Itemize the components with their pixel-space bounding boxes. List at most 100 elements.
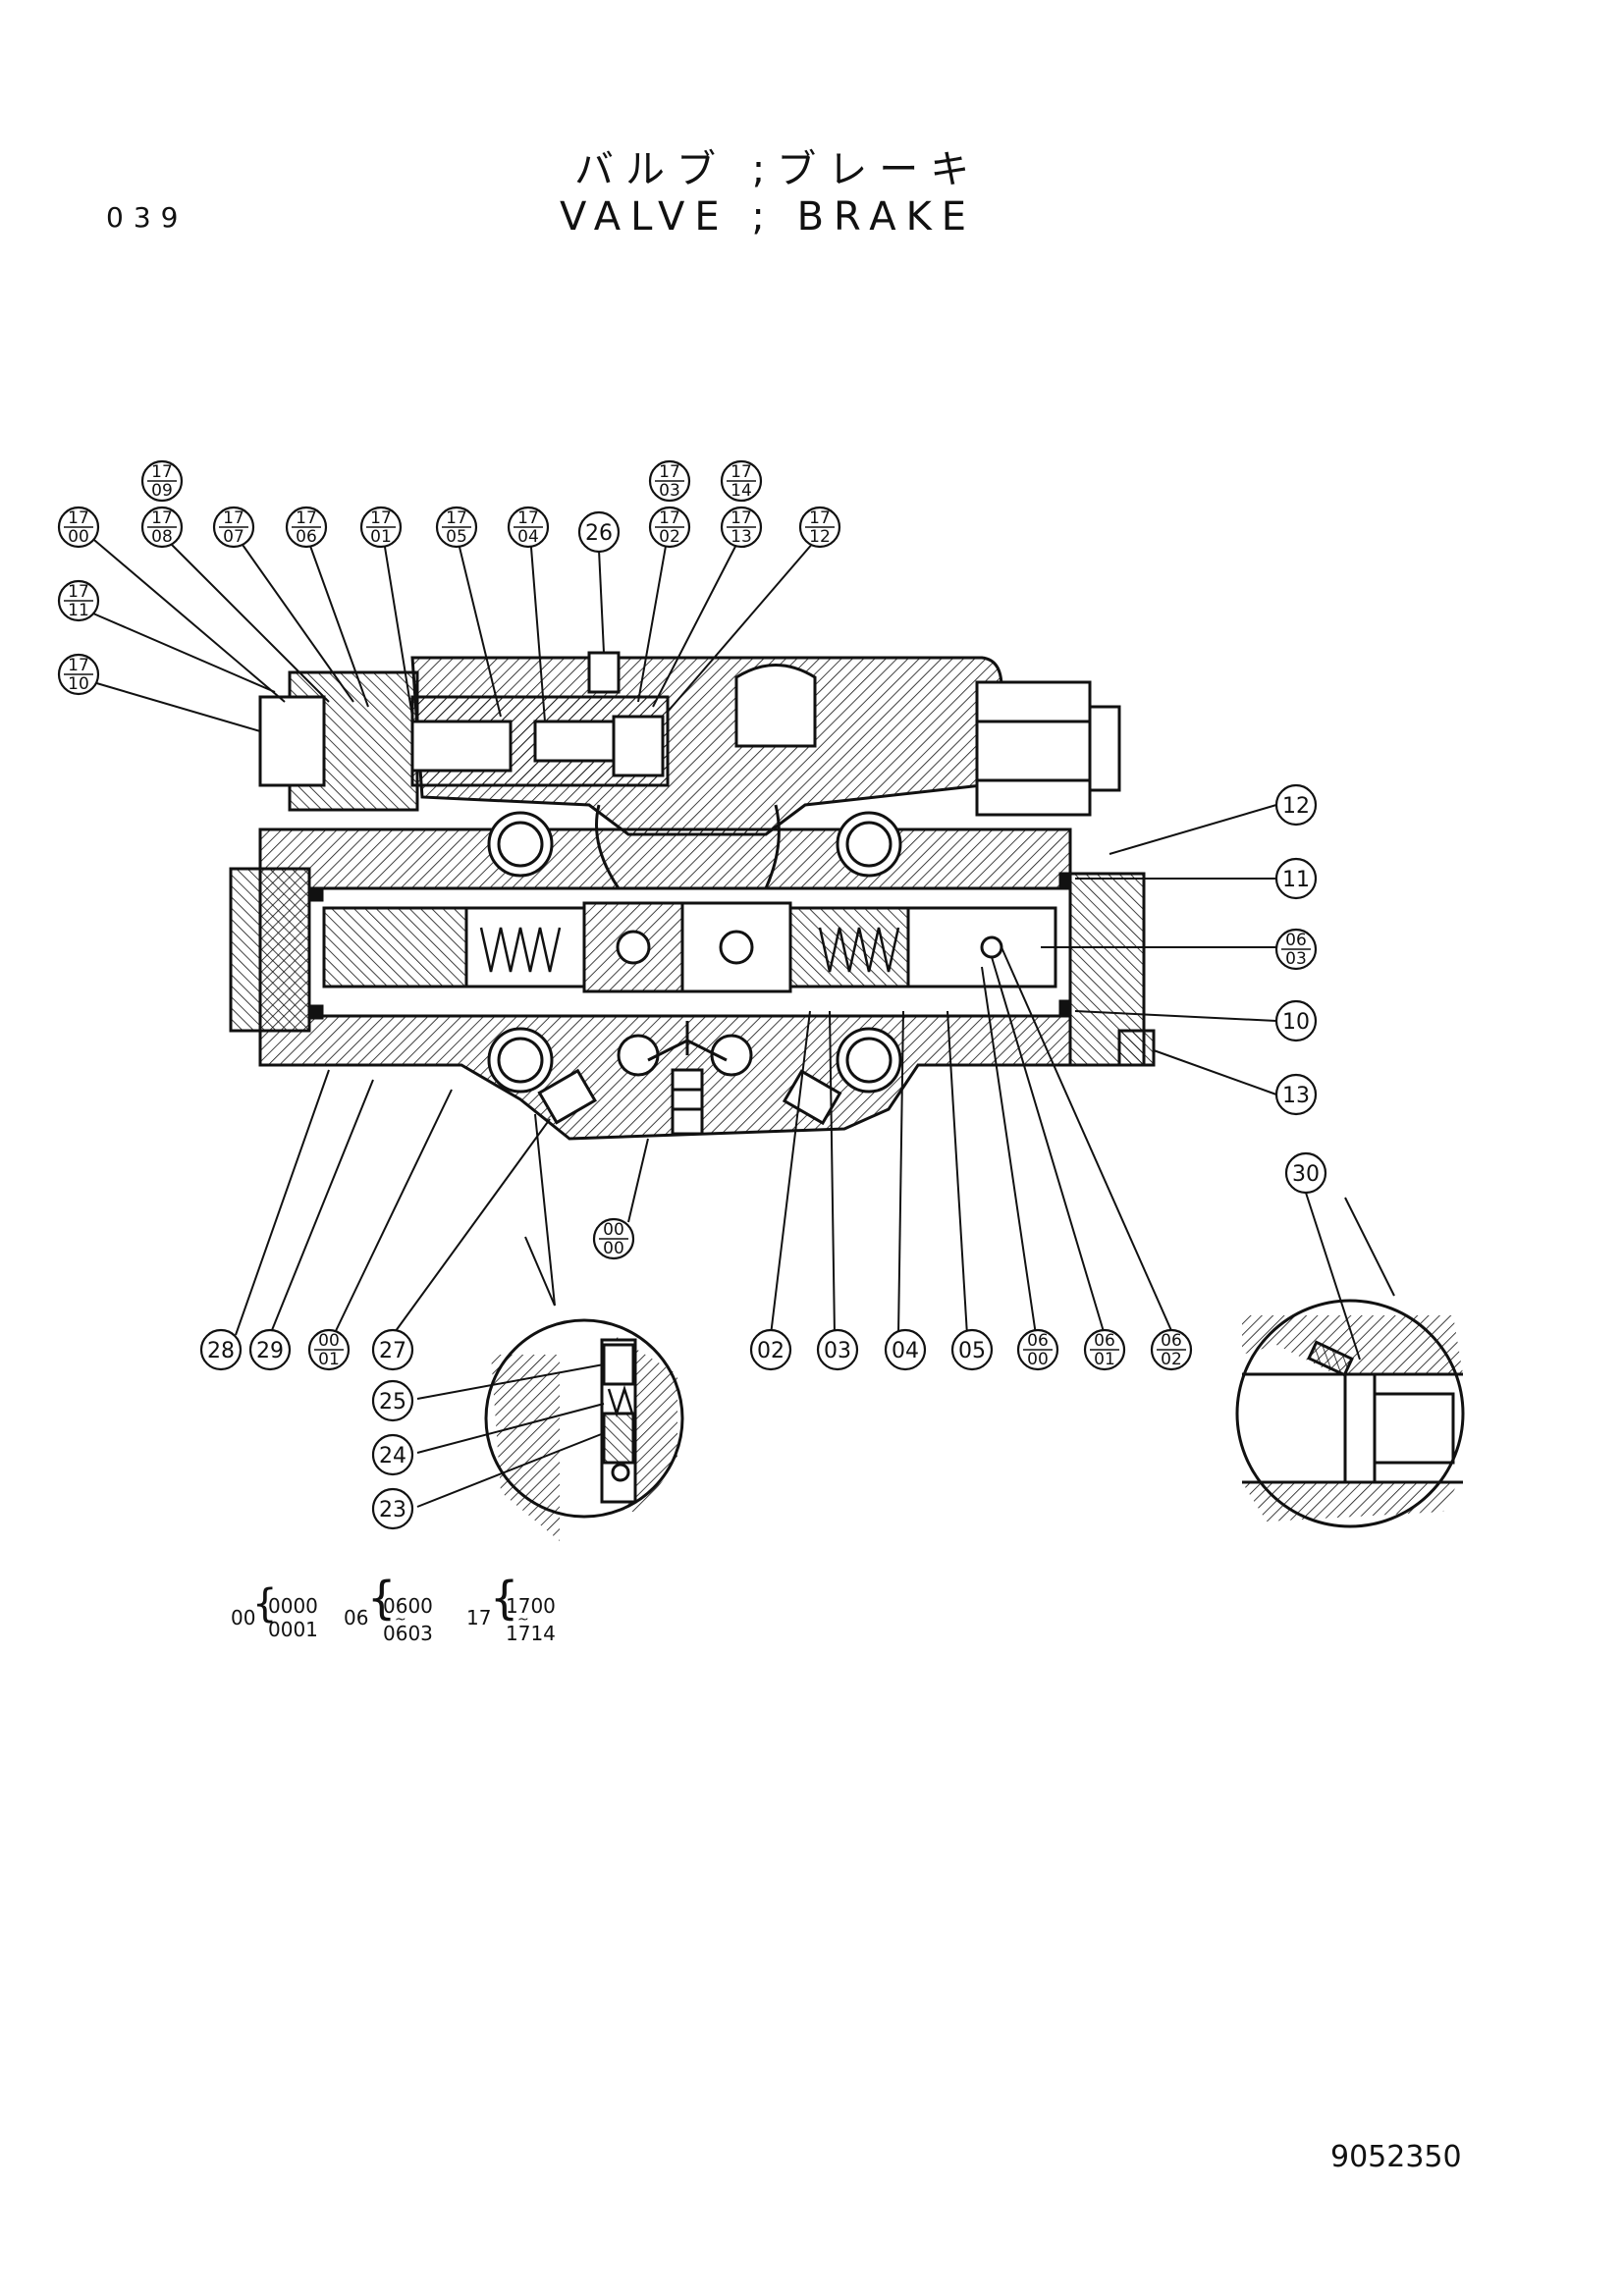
svg-text:03: 03 — [1285, 949, 1307, 969]
svg-text:26: 26 — [585, 521, 613, 546]
svg-text:06: 06 — [1161, 1331, 1182, 1351]
detail-view-check-valve — [484, 1318, 684, 1541]
callout-04: 04 — [884, 1328, 927, 1371]
svg-text:17: 17 — [68, 582, 89, 602]
svg-text:03: 03 — [659, 481, 680, 501]
svg-text:06: 06 — [296, 527, 317, 547]
legend-group-00: 00 { 0000 0001 — [231, 1584, 318, 1640]
callouts-single: 26 12 11 10 13 30 28 29 27 02 03 04 05 2… — [199, 510, 1327, 1530]
svg-text:17: 17 — [659, 462, 680, 482]
detail-view-item-30 — [1235, 1299, 1465, 1528]
legend-from: 0000 — [268, 1594, 318, 1618]
callout-26: 26 — [577, 510, 621, 554]
callout-23: 23 — [371, 1487, 414, 1530]
svg-text:13: 13 — [1282, 1084, 1310, 1108]
svg-text:28: 28 — [207, 1339, 235, 1363]
svg-text:27: 27 — [379, 1339, 406, 1363]
svg-text:17: 17 — [151, 508, 173, 528]
svg-text:12: 12 — [1282, 794, 1310, 819]
svg-text:05: 05 — [446, 527, 467, 547]
svg-text:08: 08 — [151, 527, 173, 547]
callout-11: 11 — [1274, 857, 1318, 900]
svg-text:17: 17 — [730, 508, 752, 528]
title-japanese: バルブ ;ブレーキ — [574, 147, 982, 192]
svg-text:04: 04 — [517, 527, 539, 547]
svg-text:05: 05 — [958, 1339, 986, 1363]
svg-text:01: 01 — [1094, 1350, 1115, 1369]
svg-text:06: 06 — [1094, 1331, 1115, 1351]
leader-lines — [87, 534, 1395, 1508]
svg-text:00: 00 — [68, 527, 89, 547]
callout-00-01: 0001 — [307, 1328, 351, 1371]
callout-27: 27 — [371, 1328, 414, 1371]
svg-text:00: 00 — [318, 1331, 340, 1351]
svg-text:03: 03 — [824, 1339, 851, 1363]
svg-text:29: 29 — [256, 1339, 284, 1363]
svg-text:06: 06 — [1027, 1331, 1049, 1351]
callout-05: 05 — [950, 1328, 994, 1371]
svg-text:14: 14 — [730, 481, 752, 501]
svg-text:00: 00 — [1027, 1350, 1049, 1369]
callout-25: 25 — [371, 1379, 414, 1422]
svg-text:13: 13 — [730, 527, 752, 547]
svg-text:24: 24 — [379, 1444, 406, 1468]
legend-group-06: 06 { 0600 ~ 0603 — [344, 1575, 433, 1644]
svg-text:02: 02 — [1161, 1350, 1182, 1369]
svg-text:11: 11 — [1282, 868, 1310, 892]
legend-group-17: 17 { 1700 ~ 1714 — [466, 1575, 556, 1644]
svg-text:02: 02 — [757, 1339, 784, 1363]
callout-03: 03 — [816, 1328, 859, 1371]
svg-text:04: 04 — [892, 1339, 919, 1363]
valve-body — [229, 651, 1156, 1141]
callout-02: 02 — [749, 1328, 792, 1371]
legend-prefix: 00 — [231, 1606, 256, 1629]
callout-10: 10 — [1274, 999, 1318, 1042]
svg-text:01: 01 — [370, 527, 392, 547]
document-number: 9052350 — [1330, 2140, 1462, 2174]
callout-17-14: 1714 — [720, 459, 763, 503]
legend-prefix: 06 — [344, 1606, 369, 1629]
callout-28: 28 — [199, 1328, 243, 1371]
page-number: 039 — [106, 201, 189, 234]
svg-text:17: 17 — [659, 508, 680, 528]
callout-12: 12 — [1274, 783, 1318, 827]
svg-text:17: 17 — [68, 508, 89, 528]
svg-text:17: 17 — [223, 508, 244, 528]
legend-from: 0600 — [383, 1594, 433, 1618]
svg-text:11: 11 — [68, 601, 89, 620]
svg-text:12: 12 — [809, 527, 831, 547]
svg-text:10: 10 — [68, 674, 89, 694]
callout-17-00: 1700 — [57, 506, 100, 549]
legend-to: 0603 — [383, 1622, 433, 1645]
svg-text:17: 17 — [446, 508, 467, 528]
svg-text:00: 00 — [603, 1220, 624, 1240]
svg-text:09: 09 — [151, 481, 173, 501]
svg-text:06: 06 — [1285, 931, 1307, 950]
svg-text:17: 17 — [809, 508, 831, 528]
callout-24: 24 — [371, 1433, 414, 1476]
svg-text:17: 17 — [68, 656, 89, 675]
svg-text:30: 30 — [1292, 1162, 1320, 1187]
callout-06-00: 0600 — [1016, 1328, 1059, 1371]
right-nut — [975, 680, 1092, 817]
svg-text:01: 01 — [318, 1350, 340, 1369]
legend-to: 0001 — [268, 1618, 318, 1641]
svg-text:10: 10 — [1282, 1010, 1310, 1035]
svg-text:17: 17 — [730, 462, 752, 482]
callout-30: 30 — [1284, 1151, 1327, 1195]
legend-prefix: 17 — [466, 1606, 492, 1629]
callout-06-03: 0603 — [1274, 928, 1318, 971]
